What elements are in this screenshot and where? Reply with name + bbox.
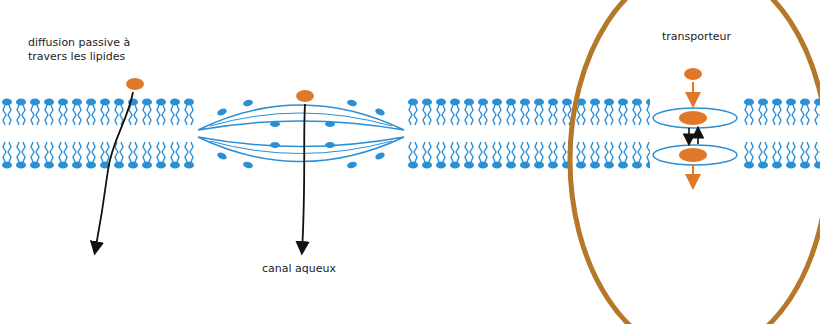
highlight-ellipse xyxy=(566,0,820,324)
annotation-label: diffusion passive à travers les lipides xyxy=(28,36,158,64)
transporter-circle: transporteur xyxy=(566,0,820,324)
annotation-label: canal aqueux xyxy=(262,262,382,276)
node-label: transporteur xyxy=(662,30,731,44)
